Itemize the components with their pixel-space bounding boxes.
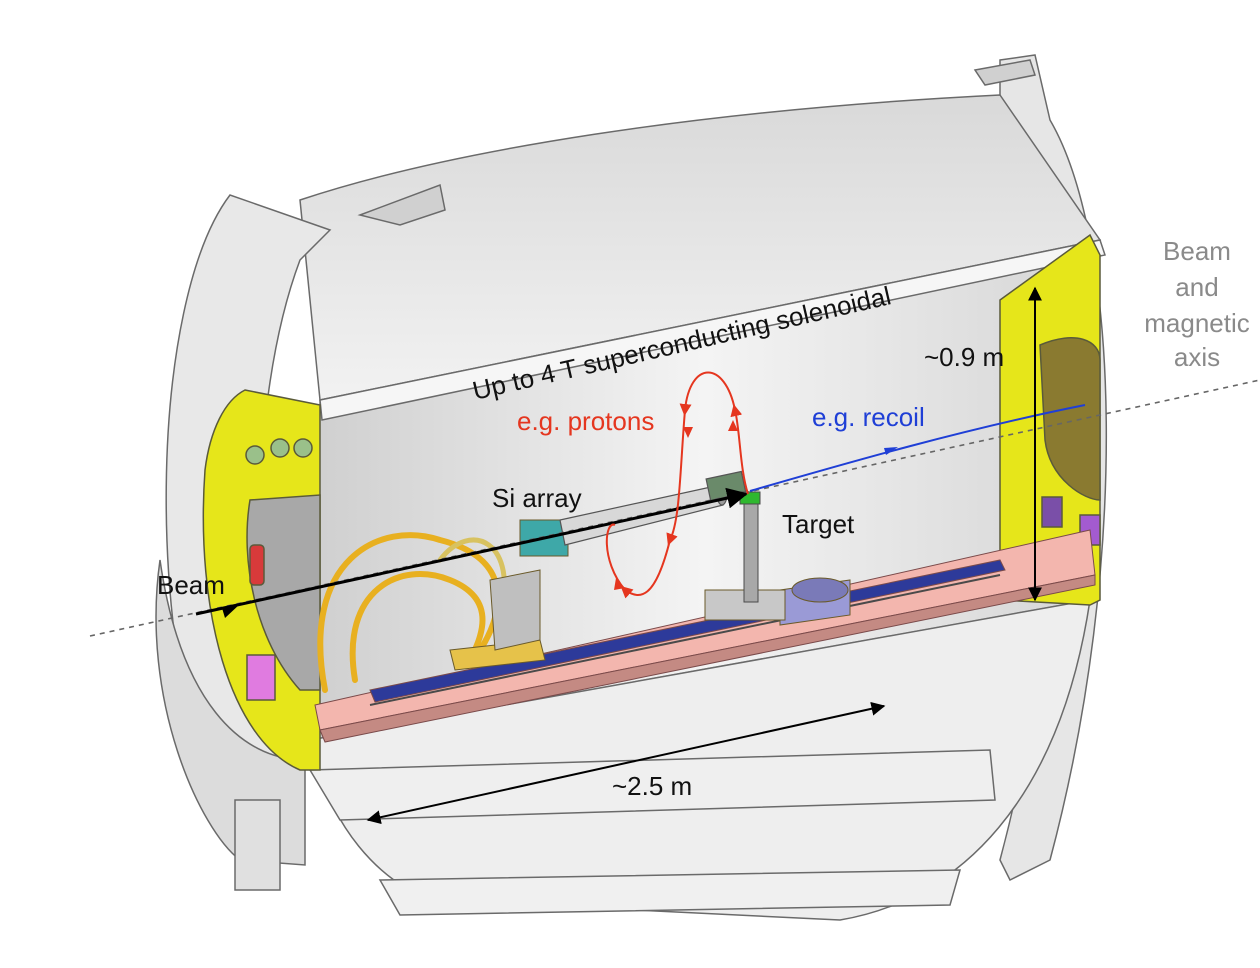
left-end-flange xyxy=(202,389,321,771)
recoil-label: e.g. recoil xyxy=(812,402,925,432)
length-label: ~2.5 m xyxy=(612,771,692,801)
proton-arrowhead-3 xyxy=(614,578,625,590)
support-stand xyxy=(449,519,851,671)
recoil-arrowhead xyxy=(884,447,898,455)
target-label: Target xyxy=(782,509,855,539)
axis-label-line-4: axis xyxy=(1174,342,1220,372)
length-dimension-arrow xyxy=(366,701,886,825)
protons-label: e.g. protons xyxy=(517,406,654,436)
right-end-flange xyxy=(999,233,1101,606)
beam-arrowhead-left xyxy=(222,604,240,618)
height-label: ~0.9 m xyxy=(924,342,1004,372)
axis-label-line-2: and xyxy=(1175,272,1218,302)
beam-label: Beam xyxy=(157,570,225,600)
axis-label-line-1: Beam xyxy=(1163,236,1231,266)
si-array-label: Si array xyxy=(492,483,582,513)
proton-arrowhead-2 xyxy=(728,420,738,431)
axis-label: Beam and magnetic axis xyxy=(1144,236,1250,372)
axis-label-line-3: magnetic xyxy=(1144,308,1250,338)
proton-arrowhead-1 xyxy=(683,427,693,438)
